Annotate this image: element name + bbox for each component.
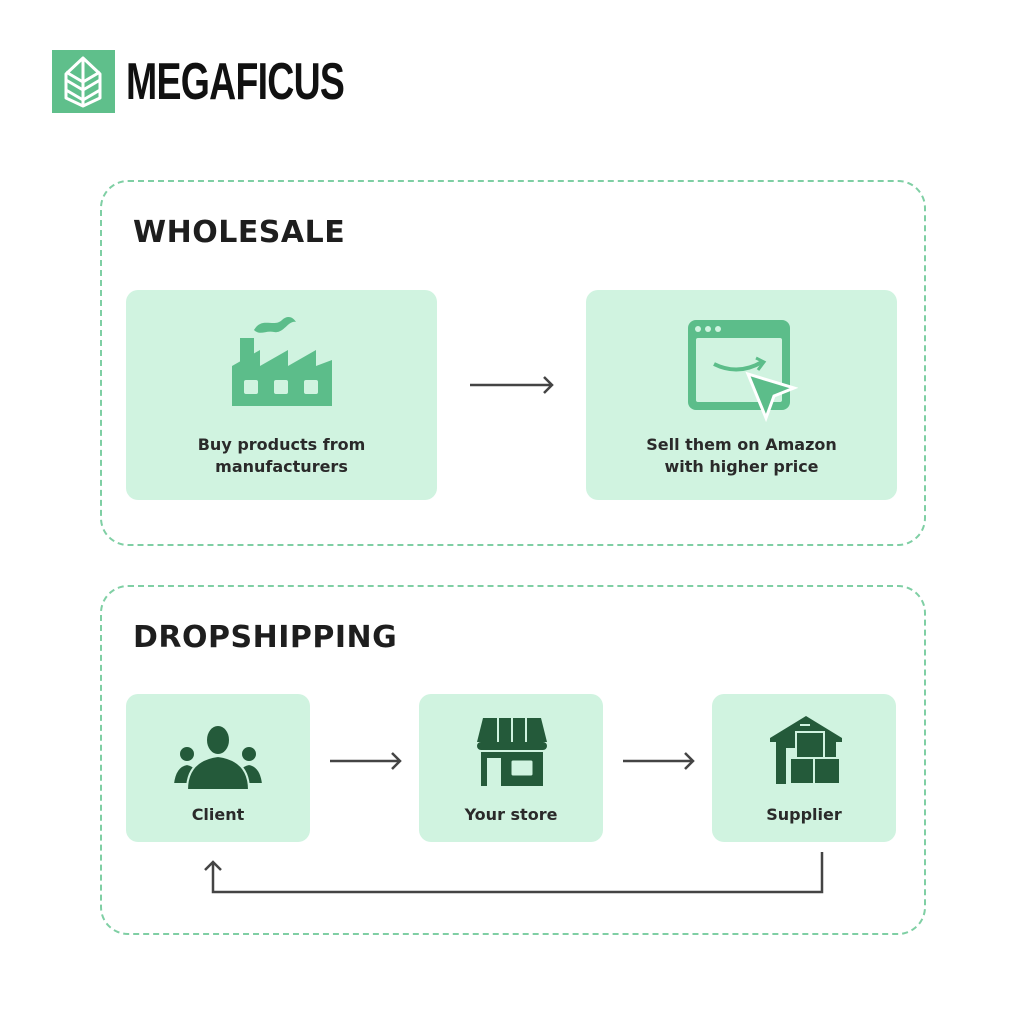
dropshipping-step-supplier: Supplier <box>712 694 896 842</box>
wholesale-step-sell: Sell them on Amazon with higher price <box>586 290 897 500</box>
brand-name: MEGAFICUS <box>126 53 345 111</box>
amazon-browser-icon <box>688 320 798 422</box>
sell-label-line1: Sell them on Amazon <box>646 435 837 454</box>
client-label: Client <box>191 805 245 824</box>
supplier-label: Supplier <box>766 805 842 824</box>
wholesale-title: WHOLESALE <box>133 215 346 250</box>
arrow-right-icon <box>470 376 554 394</box>
arrow-right-icon <box>330 752 402 770</box>
dropshipping-title: DROPSHIPPING <box>133 620 398 655</box>
users-icon <box>173 724 263 790</box>
store-label: Your store <box>464 805 558 824</box>
buy-label-line1: Buy products from <box>197 435 366 454</box>
dropshipping-step-store: Your store <box>419 694 603 842</box>
dropshipping-section <box>100 585 926 935</box>
logo-icon <box>52 50 115 113</box>
arrow-right-icon <box>623 752 695 770</box>
wholesale-section <box>100 180 926 546</box>
factory-icon <box>232 316 332 406</box>
wholesale-step-buy: Buy products from manufacturers <box>126 290 437 500</box>
buy-label-line2: manufacturers <box>215 457 348 476</box>
sell-label-line2: with higher price <box>664 457 819 476</box>
dropshipping-step-client: Client <box>126 694 310 842</box>
warehouse-icon <box>770 716 842 785</box>
store-icon <box>477 718 547 786</box>
return-arrow-icon <box>204 852 824 894</box>
